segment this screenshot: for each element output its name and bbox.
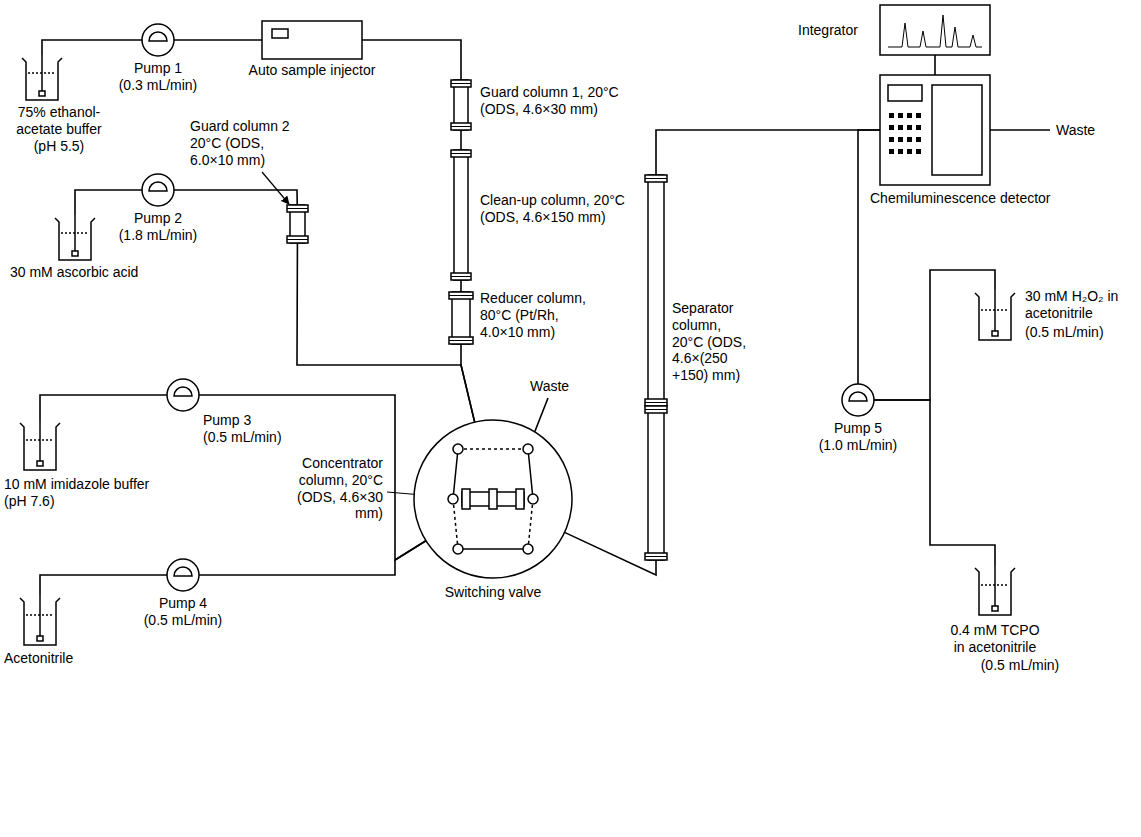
node-label: Integrator <box>798 22 874 39</box>
tubing-line <box>858 130 880 384</box>
colV-shape <box>290 205 305 243</box>
node-label: 0.4 mM TCPO in acetonitrile <box>945 622 1045 656</box>
tubing-line <box>40 395 167 420</box>
reservoir-bottle: 75% ethanol-acetate buffer (pH 5.5) <box>22 55 62 100</box>
tubing-line <box>935 55 936 75</box>
tubing-line <box>199 541 426 575</box>
node-label: 30 mM H₂O₂ in acetonitrile <box>1025 288 1121 322</box>
column-symbol: Clean-up column, 20°C (ODS, 4.6×150 mm) <box>454 150 468 280</box>
colV-shape <box>454 80 468 130</box>
reservoir-bottle: 30 mM ascorbic acid <box>55 215 95 260</box>
beaker-shape <box>975 565 1015 615</box>
node-label: Clean-up column, 20°C (ODS, 4.6×150 mm) <box>480 192 640 226</box>
pump-shape <box>141 173 175 207</box>
colSep-shape <box>648 175 664 560</box>
instrument-box: Auto sample injector <box>262 21 362 59</box>
node-label: Pump 2 <box>118 210 198 227</box>
column-symbol: Concentrator column, 20°C (ODS, 4.6×30 m… <box>462 492 524 506</box>
beaker-shape <box>55 215 95 260</box>
pump-symbol: Pump 1(0.3 mL/min) <box>141 23 175 57</box>
tubing-line <box>174 40 262 41</box>
node-label: Auto sample injector <box>242 62 382 79</box>
waste-line <box>990 129 1050 131</box>
pump-symbol: Pump 3(0.5 mL/min) <box>166 378 200 412</box>
beaker-shape <box>20 420 60 470</box>
integ-shape <box>880 5 990 55</box>
instrument-box: Chemiluminescence detector <box>880 75 990 185</box>
pump-symbol: Pump 2(1.8 mL/min) <box>141 173 175 207</box>
column-symbol: Guard column 1, 20°C (ODS, 4.6×30 mm) <box>454 80 468 130</box>
pump-shape <box>166 558 200 592</box>
node-label: Pump 1 <box>118 60 198 77</box>
reservoir-bottle: 10 mM imidazole buffer (pH 7.6) <box>20 420 60 470</box>
node-label: Pump 4 <box>143 595 223 612</box>
node-label: 75% ethanol-acetate buffer (pH 5.5) <box>4 104 114 154</box>
tubing-line <box>75 190 142 215</box>
node-label: Chemiluminescence detector <box>870 190 1070 207</box>
tubing-line <box>461 130 462 150</box>
tubing-line <box>362 40 461 80</box>
node-label: Guard column 2 20°C (ODS, 6.0×10 mm) <box>190 118 298 168</box>
tubing-line <box>461 280 462 292</box>
beaker-shape <box>20 595 60 645</box>
node-label: Pump 5 <box>818 420 898 437</box>
node-label: 30 mM ascorbic acid <box>10 264 160 281</box>
node-label: 10 mM imidazole buffer (pH 7.6) <box>4 476 169 510</box>
pump-shape <box>166 378 200 412</box>
switching-valve: Switching valveConcentrator column, 20°C… <box>413 419 573 579</box>
tubing-line <box>40 575 167 595</box>
node-label: Reducer column, 80°C (Pt/Rh, 4.0×10 mm) <box>480 290 600 340</box>
tubing-line <box>656 130 880 175</box>
node-label: (0.5 mL/min) <box>970 657 1070 674</box>
tubing-line <box>874 400 995 565</box>
node-label: Switching valve <box>433 584 553 601</box>
node-label: Pump 3 <box>203 412 298 429</box>
tubing-line <box>874 270 995 400</box>
node-label: (0.5 mL/min) <box>203 429 298 446</box>
beaker-shape <box>22 55 62 100</box>
colV-shape <box>452 292 470 344</box>
leader-line <box>262 172 289 204</box>
node-label: (0.3 mL/min) <box>108 77 208 94</box>
injector-shape <box>262 21 362 59</box>
node-label: (1.8 mL/min) <box>108 227 208 244</box>
reservoir-bottle: 0.4 mM TCPO in acetonitrile(0.5 mL/min) <box>975 565 1015 615</box>
pump-symbol: Pump 4(0.5 mL/min) <box>166 558 200 592</box>
tubing-line <box>42 40 142 55</box>
node-label: (0.5 mL/min) <box>1025 324 1125 341</box>
node-label: Guard column 1, 20°C (ODS, 4.6×30 mm) <box>480 84 640 118</box>
pump-shape <box>141 23 175 57</box>
node-label: Concentrator column, 20°C (ODS, 4.6×30 m… <box>285 455 383 522</box>
node-label: (0.5 mL/min) <box>133 612 233 629</box>
pump-shape <box>841 383 875 417</box>
node-label: (1.0 mL/min) <box>808 437 908 454</box>
colH-shape <box>462 492 524 506</box>
colV-shape <box>454 150 468 280</box>
node-label: Separator column, 20°C (ODS, 4.6×(250 +1… <box>672 300 754 384</box>
reservoir-bottle: Acetonitrile <box>20 595 60 645</box>
column-symbol: Guard column 2 20°C (ODS, 6.0×10 mm) <box>290 205 305 243</box>
waste-label: Waste <box>530 378 569 395</box>
reservoir-bottle: 30 mM H₂O₂ in acetonitrile(0.5 mL/min) <box>975 290 1015 340</box>
column-symbol: Separator column, 20°C (ODS, 4.6×(250 +1… <box>648 175 664 560</box>
pump-symbol: Pump 5(1.0 mL/min) <box>841 383 875 417</box>
beaker-shape <box>975 290 1015 340</box>
node-label: Acetonitrile <box>4 650 104 667</box>
waste-label: Waste <box>1056 122 1095 139</box>
instrument-box: Integrator <box>880 5 990 55</box>
column-symbol: Reducer column, 80°C (Pt/Rh, 4.0×10 mm) <box>452 292 470 344</box>
tubing-line <box>565 532 656 575</box>
tubing-line <box>199 395 426 560</box>
det-shape <box>880 75 990 185</box>
